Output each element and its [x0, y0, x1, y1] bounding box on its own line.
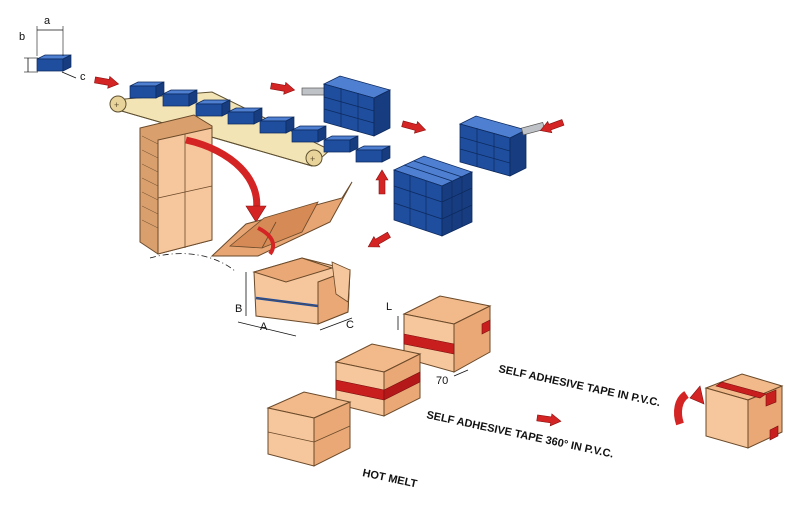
dim-label-c: c: [80, 71, 86, 83]
svg-text:+: +: [310, 154, 315, 164]
product-layer-group: [322, 75, 392, 137]
transfer-arrow-right: [400, 117, 428, 137]
dim-label-C: C: [346, 319, 354, 331]
box-hot-melt: [266, 391, 352, 467]
caption-tape-360: SELF ADHESIVE TAPE 360° IN P.V.C.: [425, 409, 614, 460]
dim-line-c: [61, 71, 77, 79]
open-carton-tray: [210, 181, 353, 257]
erected-box: [252, 257, 351, 325]
box-tape-pvc: [402, 295, 492, 373]
stacked-product-load: [392, 155, 474, 237]
fold-path: [149, 253, 237, 273]
dim-line-A: [237, 321, 297, 337]
belt-roller-left: [109, 95, 127, 113]
dim-label-B: B: [235, 303, 242, 315]
flip-arrow: [674, 391, 690, 426]
final-sealed-box: [704, 373, 784, 449]
flat-carton-stack: [139, 114, 213, 255]
dim-label-b: b: [19, 31, 25, 43]
dim-line-70: [453, 369, 469, 377]
output-arrow: [536, 411, 563, 428]
grouping-arrow: [269, 79, 296, 97]
pusher-right: [521, 122, 545, 136]
carton-transfer-arrow: [185, 136, 261, 213]
svg-text:+: +: [114, 100, 119, 110]
dim-label-a: a: [44, 15, 51, 27]
dim-line-C: [319, 317, 353, 331]
single-product: [36, 54, 72, 72]
product-block-right: [458, 115, 528, 177]
dim-label-L: L: [386, 301, 392, 313]
belt-roller-right: [305, 149, 323, 167]
load-into-box-arrow: [364, 229, 393, 253]
dim-label-70: 70: [436, 375, 448, 387]
lift-arrow: [375, 169, 389, 195]
caption-tape-pvc: SELF ADHESIVE TAPE IN P.V.C.: [497, 363, 661, 409]
caption-hot-melt: HOT MELT: [361, 467, 418, 490]
conveyor-belt: + +: [109, 91, 331, 167]
input-arrow: [93, 73, 120, 91]
product-dimension-detail: a b c: [19, 15, 86, 83]
dim-label-A: A: [260, 321, 268, 333]
